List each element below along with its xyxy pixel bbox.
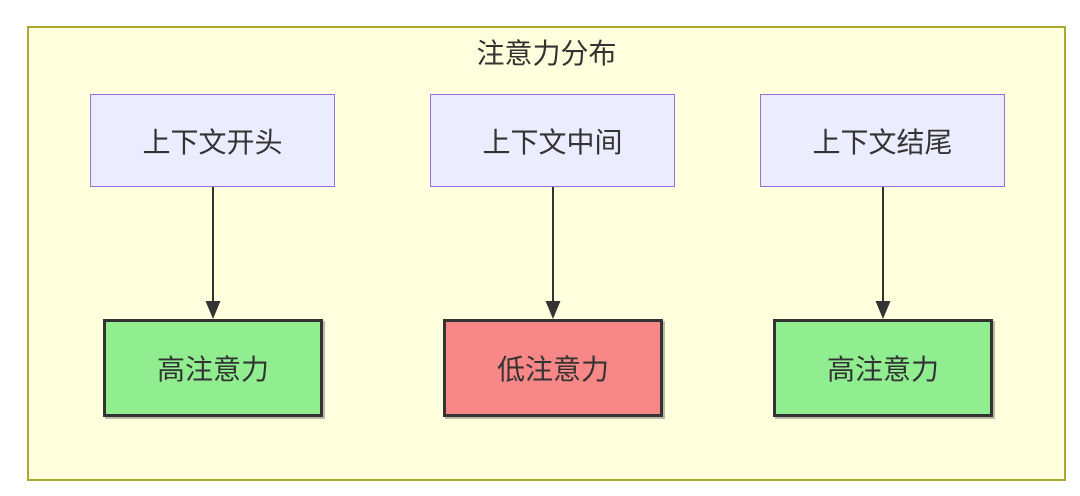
node-high-attention-end-label: 高注意力 [826, 354, 939, 385]
node-context-end: 上下文结尾 [760, 94, 1005, 187]
node-context-start: 上下文开头 [90, 94, 335, 187]
arrow-down-icon [875, 187, 891, 319]
node-context-middle: 上下文中间 [430, 94, 675, 187]
node-high-attention-start: 高注意力 [103, 319, 323, 417]
diagram-title: 注意力分布 [476, 38, 617, 69]
node-context-start-label: 上下文开头 [142, 126, 283, 158]
arrow-down-icon [205, 187, 221, 319]
node-high-attention-start-label: 高注意力 [156, 354, 269, 385]
node-context-end-label: 上下文结尾 [812, 126, 953, 158]
node-context-middle-label: 上下文中间 [482, 126, 623, 158]
node-low-attention-middle: 低注意力 [443, 319, 663, 417]
node-low-attention-middle-label: 低注意力 [496, 354, 609, 385]
arrow-down-icon [545, 187, 561, 319]
node-high-attention-end: 高注意力 [773, 319, 993, 417]
attention-distribution-container: 注意力分布 上下文开头 高注意力 上下文中间 低注意力 上下文结尾 [27, 26, 1066, 481]
